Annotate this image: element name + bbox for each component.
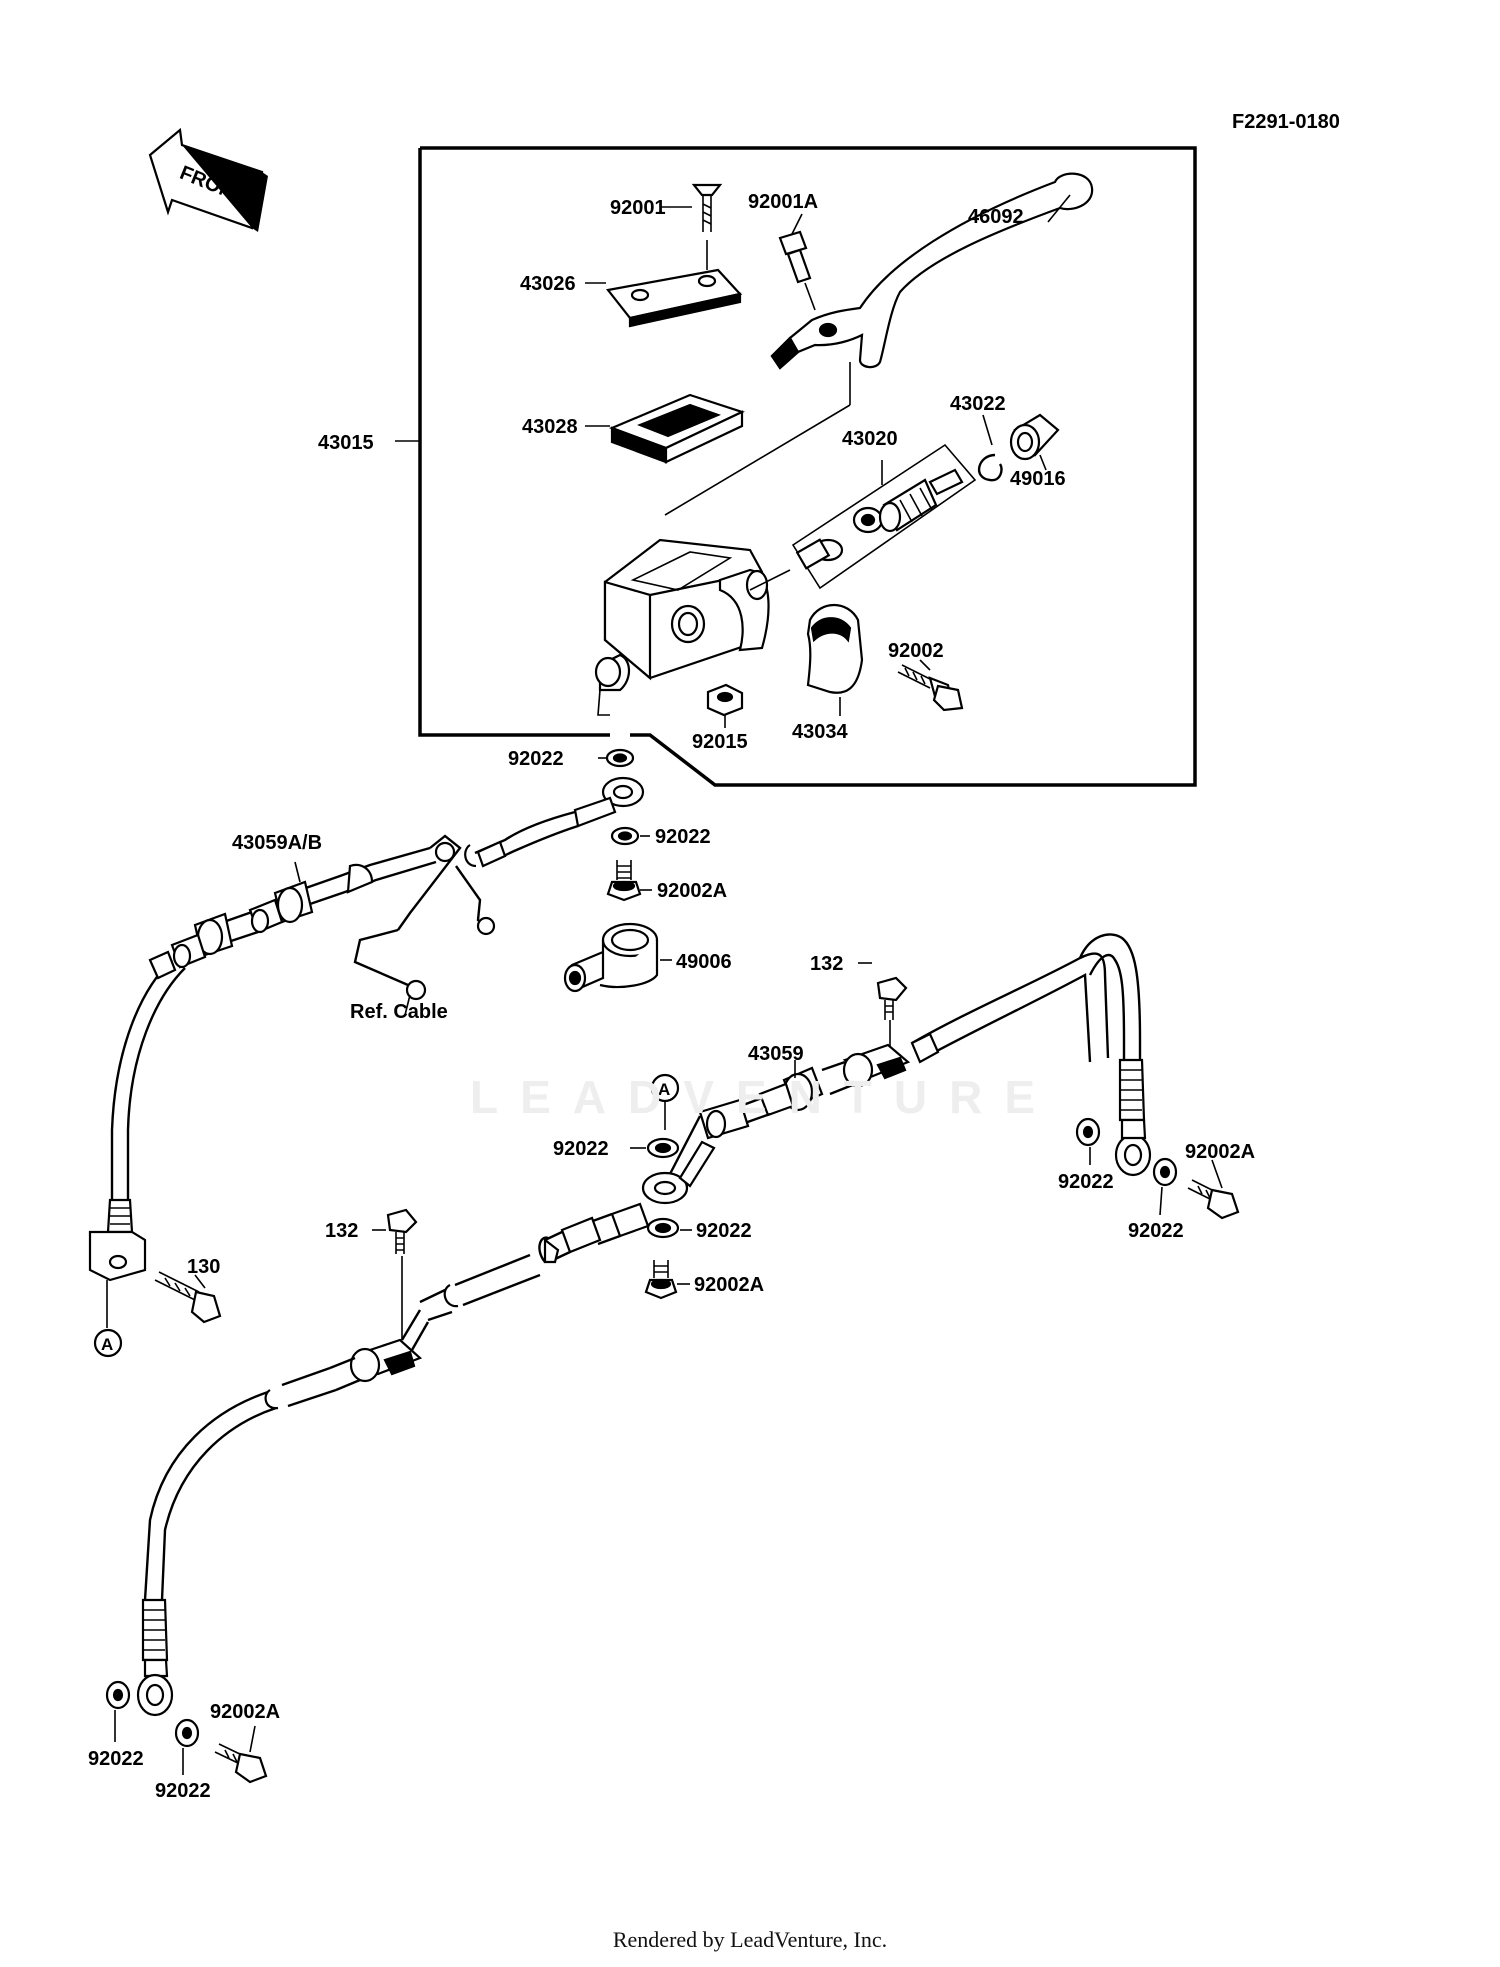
label-43034: 43034 (792, 721, 848, 743)
banjo-bolt-92002A-icon (606, 860, 642, 902)
piston-kit-43020-icon (791, 443, 977, 590)
clamp-43034-icon (806, 604, 864, 694)
watermark: LEADVENTURE (470, 1071, 1058, 1123)
nut-92015-icon (706, 683, 744, 717)
label-43028: 43028 (522, 416, 578, 438)
washer-92022b-icon (610, 826, 640, 846)
pivot-bolt-92001A-icon (778, 230, 812, 284)
label-132-lower: 132 (325, 1220, 358, 1242)
hose-clamp-top-icon (842, 1043, 911, 1088)
label-43020: 43020 (842, 428, 898, 450)
bolt-132-lower-icon (386, 1208, 418, 1254)
label-92002: 92002 (888, 640, 944, 662)
banjo-bolt-mid-icon (644, 1260, 678, 1300)
diagram-id: F2291-0180 (1232, 111, 1340, 133)
cable-bracket-icon (353, 834, 496, 1001)
label-43059: 43059 (748, 1043, 804, 1065)
label-92001: 92001 (610, 197, 666, 219)
label-43026: 43026 (520, 273, 576, 295)
label-49006: 49006 (676, 951, 732, 973)
label-43015: 43015 (318, 432, 374, 454)
label-92022-lower-a: 92022 (88, 1748, 144, 1770)
label-46092: 46092 (968, 206, 1024, 228)
hose-clamp-lower-icon (349, 1338, 423, 1383)
brake-lever-46092-icon (770, 172, 1094, 370)
callout-a-left-icon (93, 1328, 123, 1358)
label-92022-right-b: 92022 (1128, 1220, 1184, 1242)
fitting-49006-icon (563, 922, 659, 993)
label-92001A: 92001A (748, 191, 818, 213)
washer-92022-icon (605, 748, 635, 768)
hose-fitting-left-icon (170, 912, 234, 969)
washer-right-b-icon (1152, 1157, 1178, 1187)
ref-cable-label: Ref. Cable (350, 1001, 448, 1023)
label-92002A-mid: 92002A (694, 1274, 764, 1296)
label-43059AB: 43059A/B (232, 832, 322, 854)
washer-lower-a-icon (105, 1680, 131, 1710)
label-92002A-upper: 92002A (657, 880, 727, 902)
banjo-bolt-right-icon (1187, 1179, 1240, 1220)
bolt-92002-icon (897, 664, 964, 712)
callout-a-mid: A (658, 1080, 670, 1099)
label-92022-lower-b: 92022 (155, 1780, 211, 1802)
label-130: 130 (187, 1256, 220, 1278)
assembly-box-frame (420, 146, 1197, 787)
label-43022: 43022 (950, 393, 1006, 415)
label-92022-top: 92022 (508, 748, 564, 770)
label-92022-mid-bottom: 92022 (696, 1220, 752, 1242)
hose-fitting-43059-icon (758, 1066, 824, 1117)
banjo-fitting-top-icon (573, 776, 645, 828)
label-92022-mid-top: 92022 (553, 1138, 609, 1160)
screw-92001-icon (691, 183, 723, 232)
label-92002A-lower: 92002A (210, 1701, 280, 1723)
boot-49016-icon (1009, 413, 1060, 461)
reservoir-cap-43026-icon (606, 268, 743, 328)
callout-a-left: A (101, 1335, 113, 1354)
label-92002A-right: 92002A (1185, 1141, 1255, 1163)
diaphragm-43028-icon (609, 393, 745, 464)
assembly-box-left (418, 148, 610, 737)
label-92022-upper: 92022 (655, 826, 711, 848)
hose-end-lower-icon (136, 1598, 174, 1717)
washer-mid-top-icon (646, 1137, 680, 1159)
master-cylinder-body-icon (594, 538, 770, 716)
label-49016: 49016 (1010, 468, 1066, 490)
bolt-130-icon (154, 1271, 222, 1324)
washer-mid-bottom-icon (646, 1217, 680, 1239)
bolt-132-top-icon (876, 976, 908, 1020)
washer-lower-b-icon (174, 1718, 200, 1748)
banjo-bolt-lower-icon (214, 1743, 268, 1784)
label-92015: 92015 (692, 731, 748, 753)
circlip-43022-icon (977, 453, 1003, 482)
front-arrow-icon: FRONT (148, 127, 268, 232)
hose-fitting-43059AB-icon (248, 880, 314, 934)
banjo-fitting-mid-icon (641, 1098, 750, 1205)
hose-end-left-icon (88, 1198, 147, 1282)
label-92022-right-a: 92022 (1058, 1171, 1114, 1193)
hose-end-right-icon (1114, 1058, 1152, 1177)
washer-right-a-icon (1075, 1117, 1101, 1147)
footer-credit: Rendered by LeadVenture, Inc. (612, 1927, 888, 1952)
label-132-top: 132 (810, 953, 843, 975)
